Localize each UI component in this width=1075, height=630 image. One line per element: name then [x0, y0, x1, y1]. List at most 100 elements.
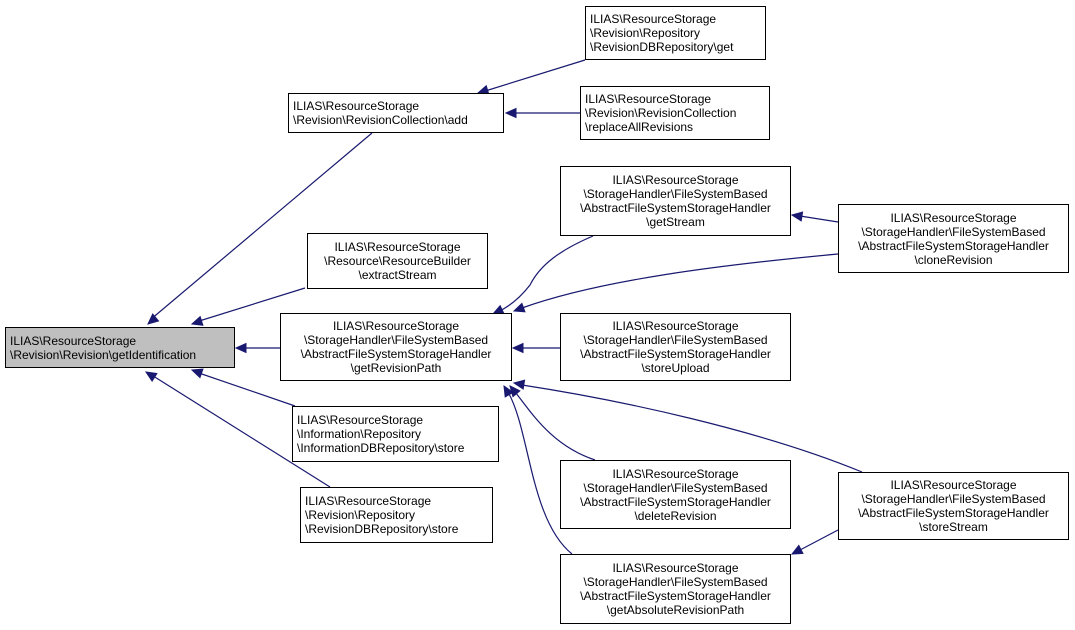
- arrowhead-icon: [790, 544, 804, 555]
- node-label-line: \getAbsoluteRevisionPath: [606, 603, 745, 617]
- node-get-stream[interactable]: ILIAS\ResourceStorage\StorageHandler\Fil…: [560, 166, 791, 236]
- node-delete-revision[interactable]: ILIAS\ResourceStorage\StorageHandler\Fil…: [560, 460, 791, 529]
- node-label-line: ILIAS\ResourceStorage: [612, 466, 739, 481]
- edge-line: [149, 373, 331, 488]
- arrowhead-icon: [190, 315, 204, 326]
- arrowhead-icon: [511, 342, 524, 354]
- node-info-store[interactable]: ILIAS\ResourceStorage\Information\Reposi…: [292, 406, 499, 462]
- node-label-line: \cloneRevision: [914, 252, 993, 267]
- node-get-revision-path[interactable]: ILIAS\ResourceStorage\StorageHandler\Fil…: [280, 313, 512, 381]
- node-label-line: \getStream: [646, 215, 705, 229]
- node-label-line: \Revision\RevisionCollection\add: [293, 113, 468, 127]
- edge-line: [195, 287, 306, 323]
- edge-clone-revision-to-get-revision-path: [512, 253, 839, 313]
- node-clone-revision[interactable]: ILIAS\ResourceStorage\StorageHandler\Fil…: [838, 204, 1069, 273]
- node-label-line: \Revision\RevisionCollection: [585, 106, 737, 120]
- edge-line: [195, 371, 296, 407]
- arrowhead-icon: [144, 371, 158, 383]
- node-label-line: \AbstractFileSystemStorageHandler: [580, 201, 771, 215]
- node-label-line: ILIAS\ResourceStorage: [297, 413, 424, 427]
- edge-get-abs-path-to-get-revision-path: [503, 384, 573, 555]
- edge-line: [497, 235, 594, 313]
- edge-line: [481, 59, 586, 93]
- node-label-line: \deleteRevision: [634, 508, 717, 523]
- node-label-line: \StorageHandler\FileSystemBased: [861, 492, 1046, 506]
- node-store-upload[interactable]: ILIAS\ResourceStorage\StorageHandler\Fil…: [560, 313, 791, 381]
- node-label-line: \Revision\Repository: [590, 26, 701, 40]
- node-label-line: \Revision\Revision\getIdentification: [10, 347, 197, 362]
- edge-line: [149, 132, 373, 321]
- node-rc-add[interactable]: ILIAS\ResourceStorage\Revision\RevisionC…: [288, 93, 504, 133]
- node-label-line: \AbstractFileSystemStorageHandler: [300, 347, 492, 361]
- node-replace-all[interactable]: ILIAS\ResourceStorage\Revision\RevisionC…: [580, 86, 770, 140]
- node-label-line: ILIAS\ResourceStorage: [293, 99, 420, 113]
- edge-line: [521, 253, 839, 309]
- node-label-line: ILIAS\ResourceStorage: [590, 12, 717, 26]
- node-label-line: \AbstractFileSystemStorageHandler: [858, 506, 1049, 520]
- node-label-line: \storeStream: [919, 520, 988, 534]
- arrowhead-icon: [512, 379, 526, 390]
- edge-line: [521, 384, 863, 473]
- node-label-line: \AbstractFileSystemStorageHandler: [580, 494, 771, 509]
- node-label-line: \Resource\ResourceBuilder: [324, 254, 471, 268]
- node-label-line: \StorageHandler\FileSystemBased: [583, 480, 768, 495]
- node-label-line: \AbstractFileSystemStorageHandler: [580, 589, 771, 603]
- arrowhead-icon: [147, 313, 160, 325]
- node-label-line: ILIAS\ResourceStorage: [612, 173, 739, 187]
- node-label-line: \StorageHandler\FileSystemBased: [583, 575, 768, 589]
- node-extract-stream[interactable]: ILIAS\ResourceStorage\Resource\ResourceB…: [307, 233, 488, 289]
- edge-line: [799, 529, 839, 551]
- node-repo-store[interactable]: ILIAS\ResourceStorage\Revision\Repositor…: [300, 487, 493, 543]
- edge-get-revision-path-to-root: [234, 342, 280, 354]
- node-root[interactable]: ILIAS\ResourceStorage\Revision\Revision\…: [5, 327, 235, 368]
- edge-extract-stream-to-root: [190, 287, 306, 326]
- node-label-line: \RevisionDBRepository\store: [305, 522, 459, 536]
- node-label-line: ILIAS\ResourceStorage: [305, 494, 432, 508]
- edge-get-stream-to-get-revision-path: [491, 235, 594, 315]
- edge-delete-revision-to-get-revision-path: [509, 385, 596, 461]
- node-label-line: \storeUpload: [641, 361, 710, 375]
- node-label-line: \StorageHandler\FileSystemBased: [583, 333, 768, 347]
- node-repo-get[interactable]: ILIAS\ResourceStorage\Revision\Repositor…: [585, 6, 766, 60]
- node-label-line: \AbstractFileSystemStorageHandler: [858, 238, 1049, 253]
- node-label-line: ILIAS\ResourceStorage: [10, 333, 137, 348]
- edge-line: [799, 215, 839, 223]
- node-label-line: ILIAS\ResourceStorage: [612, 561, 739, 575]
- edge-clone-revision-to-get-stream: [790, 211, 839, 223]
- node-label-line: ILIAS\ResourceStorage: [890, 478, 1017, 492]
- arrowhead-icon: [790, 211, 804, 222]
- node-label-line: \AbstractFileSystemStorageHandler: [580, 347, 771, 361]
- node-label-line: \InformationDBRepository\store: [297, 441, 465, 455]
- edge-store-upload-to-get-revision-path: [511, 342, 560, 354]
- edge-line: [514, 391, 596, 461]
- edge-repo-store-to-root: [144, 371, 331, 488]
- node-label-line: \getRevisionPath: [350, 361, 442, 375]
- arrowhead-icon: [190, 368, 204, 379]
- node-label-line: ILIAS\ResourceStorage: [612, 319, 739, 333]
- arrowhead-icon: [504, 107, 517, 119]
- node-label-line: \StorageHandler\FileSystemBased: [583, 187, 768, 201]
- arrowhead-icon: [503, 384, 514, 398]
- node-label-line: \replaceAllRevisions: [585, 120, 694, 134]
- node-label-line: \extractStream: [358, 268, 437, 282]
- node-label-line: ILIAS\ResourceStorage: [890, 210, 1017, 225]
- node-get-abs-path[interactable]: ILIAS\ResourceStorage\StorageHandler\Fil…: [560, 554, 791, 624]
- edge-info-store-to-root: [190, 368, 296, 407]
- node-label-line: ILIAS\ResourceStorage: [585, 92, 712, 106]
- edge-repo-get-to-rc-add: [476, 59, 586, 95]
- node-store-stream[interactable]: ILIAS\ResourceStorage\StorageHandler\Fil…: [838, 472, 1069, 540]
- edge-rc-add-to-root: [147, 132, 373, 325]
- node-label-line: \StorageHandler\FileSystemBased: [303, 333, 489, 347]
- node-label-line: ILIAS\ResourceStorage: [334, 240, 461, 254]
- arrowhead-icon: [234, 342, 247, 354]
- node-label-line: \Information\Repository: [297, 427, 422, 441]
- node-label-line: ILIAS\ResourceStorage: [332, 319, 460, 333]
- edge-line: [507, 391, 573, 555]
- edge-store-stream-to-get-abs-path: [790, 529, 839, 555]
- edge-store-stream-to-get-revision-path: [512, 379, 863, 473]
- node-label-line: \RevisionDBRepository\get: [590, 40, 734, 54]
- arrowhead-icon: [512, 302, 526, 313]
- node-label-line: \Revision\Repository: [305, 508, 416, 522]
